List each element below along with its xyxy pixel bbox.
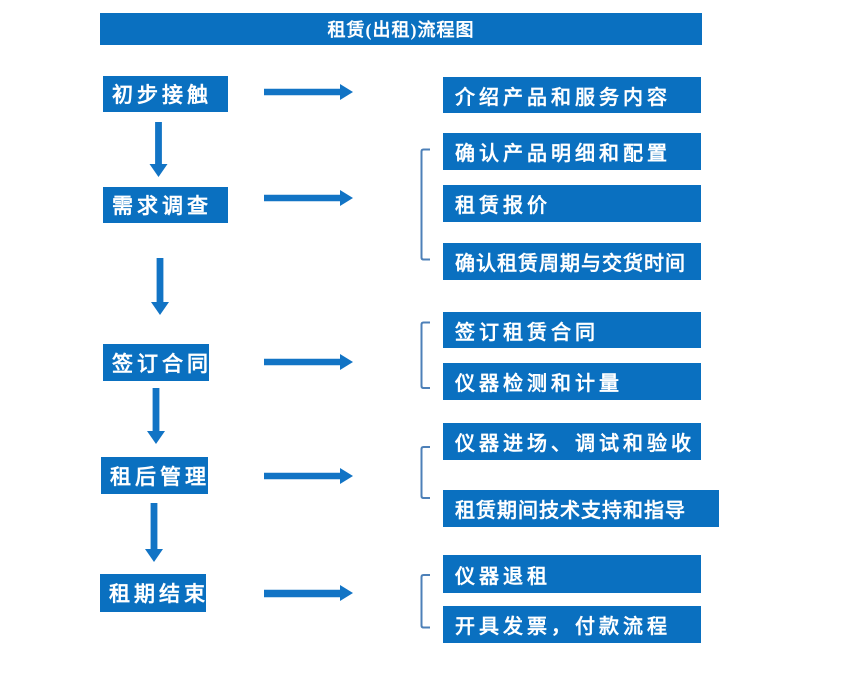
output-box-instrument-setup-acceptance: 仪器进场、调试和验收 [443, 423, 701, 460]
output-box-introduce-products: 介绍产品和服务内容 [443, 77, 701, 113]
step-label: 租后管理 [110, 464, 210, 489]
flowchart-title: 租赁(出租)流程图 [327, 20, 475, 40]
output-label: 确认租赁周期与交货时间 [455, 253, 686, 275]
output-label: 仪器检测和计量 [455, 373, 623, 395]
bracket-group-3 [420, 321, 430, 389]
title-bar: 租赁(出租)流程图 [100, 13, 702, 45]
output-box-sign-rental-contract: 签订租赁合同 [443, 312, 701, 348]
output-label: 开具发票，付款流程 [455, 616, 671, 638]
output-box-instrument-inspection: 仪器检测和计量 [443, 363, 701, 400]
output-label: 介绍产品和服务内容 [455, 86, 671, 109]
output-box-instrument-return: 仪器退租 [443, 555, 701, 593]
step-box-rental-end: 租期结束 [100, 574, 206, 612]
output-box-rental-quote: 租赁报价 [443, 185, 701, 222]
output-label: 仪器进场、调试和验收 [455, 433, 695, 455]
step-box-initial-contact: 初步接触 [103, 76, 228, 112]
output-label: 仪器退租 [455, 565, 551, 588]
output-box-confirm-product-details: 确认产品明细和配置 [443, 133, 701, 170]
step-box-sign-contract: 签订合同 [103, 344, 209, 381]
arrow-right-1 [264, 84, 353, 100]
output-label: 租赁期间技术支持和指导 [455, 500, 686, 522]
arrow-down-2 [151, 258, 169, 315]
output-box-tech-support-guidance: 租赁期间技术支持和指导 [443, 490, 719, 527]
output-label: 签订租赁合同 [455, 321, 599, 344]
output-label: 租赁报价 [455, 195, 551, 217]
arrow-right-3 [264, 354, 353, 370]
arrow-right-4 [264, 468, 353, 484]
step-box-post-rental-management: 租后管理 [101, 457, 208, 494]
output-box-invoice-payment: 开具发票，付款流程 [443, 606, 701, 643]
arrow-down-1 [149, 122, 168, 177]
step-box-demand-survey: 需求调查 [103, 187, 228, 223]
bracket-group-5 [420, 574, 430, 629]
bracket-group-2 [420, 148, 430, 261]
step-label: 初步接触 [112, 83, 212, 107]
arrow-down-4 [145, 503, 163, 562]
bracket-group-4 [420, 446, 430, 499]
step-label: 签订合同 [112, 351, 212, 376]
arrow-down-3 [147, 388, 165, 444]
arrow-right-5 [264, 585, 353, 601]
step-label: 需求调查 [112, 194, 212, 218]
step-label: 租期结束 [109, 582, 209, 606]
output-label: 确认产品明细和配置 [455, 143, 671, 165]
arrow-right-2 [264, 190, 353, 206]
output-box-confirm-rental-period: 确认租赁周期与交货时间 [443, 243, 701, 280]
